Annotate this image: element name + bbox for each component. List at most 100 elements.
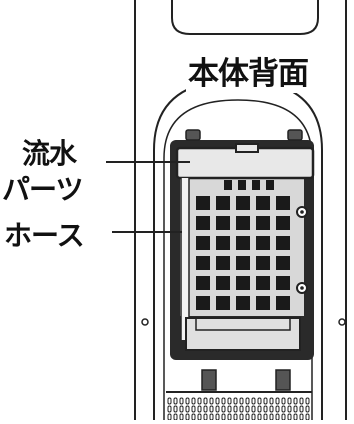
- grille-slot: [216, 256, 230, 270]
- vent-hole: [179, 397, 184, 405]
- screw: [300, 210, 304, 214]
- vent-hole: [251, 397, 256, 405]
- vent-hole: [227, 405, 232, 413]
- grille-slot: [196, 296, 210, 310]
- vent-hole: [227, 397, 232, 405]
- vent-hole: [209, 405, 214, 413]
- vent-hole: [233, 405, 238, 413]
- grille-slot: [252, 180, 260, 190]
- vent-hole: [185, 413, 190, 421]
- vent-hole: [197, 413, 202, 421]
- grille-slot: [276, 296, 290, 310]
- vent-hole: [227, 413, 232, 421]
- vent-hole: [215, 413, 220, 421]
- vent-hole: [257, 413, 262, 421]
- vent-hole: [173, 405, 178, 413]
- vent-hole: [167, 413, 172, 421]
- vent-hole: [293, 405, 298, 413]
- grille-slot: [216, 216, 230, 230]
- vent-hole: [245, 413, 250, 421]
- vent-hole: [239, 397, 244, 405]
- vent-hole: [191, 405, 196, 413]
- callout-hose: ホース: [4, 219, 85, 252]
- vent-hole: [257, 405, 262, 413]
- top-handle: [171, 0, 319, 35]
- side-hole-left: [141, 318, 149, 326]
- vent-hole: [221, 397, 226, 405]
- vent-hole: [167, 397, 172, 405]
- grille-slot: [266, 180, 274, 190]
- vent-hole: [275, 397, 280, 405]
- vent-hole: [167, 405, 172, 413]
- grille-slot: [196, 196, 210, 210]
- vent-hole: [197, 397, 202, 405]
- vent-hole: [221, 413, 226, 421]
- vent-hole: [263, 397, 268, 405]
- vent-hole: [287, 397, 292, 405]
- grille-slot: [256, 196, 270, 210]
- grille-slot: [196, 276, 210, 290]
- vent-hole: [215, 397, 220, 405]
- grille-slot: [236, 216, 250, 230]
- grille-slot: [196, 236, 210, 250]
- foot: [275, 369, 291, 391]
- grille-slot: [236, 296, 250, 310]
- vent-hole: [239, 405, 244, 413]
- vent-hole: [233, 397, 238, 405]
- hose-tube-edge: [180, 178, 190, 340]
- vent-hole: [269, 397, 274, 405]
- vent-hole: [251, 405, 256, 413]
- tray-lip: [195, 318, 291, 331]
- vent-hole: [269, 413, 274, 421]
- vent-hole: [245, 397, 250, 405]
- vent-hole: [287, 405, 292, 413]
- clip: [185, 129, 201, 141]
- grille-slot: [276, 276, 290, 290]
- diagram-title: 本体背面: [186, 48, 310, 93]
- grille-slot: [276, 216, 290, 230]
- vent-hole: [191, 413, 196, 421]
- vent-hole: [299, 413, 304, 421]
- vent-hole: [215, 405, 220, 413]
- vent-hole: [287, 413, 292, 421]
- foot: [201, 369, 217, 391]
- vent-hole: [173, 397, 178, 405]
- vent-hole: [209, 397, 214, 405]
- grille-slot: [238, 180, 246, 190]
- vent-hole: [203, 413, 208, 421]
- vent-hole: [245, 405, 250, 413]
- vent-hole: [305, 405, 310, 413]
- callout-water-part-line2: パーツ: [2, 173, 83, 206]
- grille-slot: [276, 236, 290, 250]
- vent-hole: [179, 405, 184, 413]
- grille-slot: [256, 256, 270, 270]
- grille-slot: [224, 180, 232, 190]
- vent-hole: [203, 405, 208, 413]
- vent-hole: [173, 413, 178, 421]
- side-hole-right: [338, 318, 346, 326]
- vent-hole: [239, 413, 244, 421]
- vent-hole: [185, 397, 190, 405]
- grille-slot: [256, 276, 270, 290]
- grille-slot: [236, 276, 250, 290]
- vent-hole: [191, 397, 196, 405]
- vent-hole: [281, 413, 286, 421]
- grille-slot: [236, 196, 250, 210]
- vent-hole: [293, 397, 298, 405]
- grille-slot: [216, 296, 230, 310]
- body-outline: [134, 0, 347, 420]
- vent-hole: [281, 397, 286, 405]
- bottom-tray: [185, 317, 301, 351]
- back-arch-inner: [163, 99, 313, 420]
- grille-slot: [236, 236, 250, 250]
- vent-hole: [251, 413, 256, 421]
- vent-hole: [269, 405, 274, 413]
- vent-hole: [221, 405, 226, 413]
- vent-hole: [197, 405, 202, 413]
- callout-water-part-line1: 流水: [22, 137, 77, 170]
- bottom-vent: [167, 397, 310, 421]
- grille-slot: [236, 256, 250, 270]
- vent-hole: [299, 397, 304, 405]
- vent-hole: [203, 397, 208, 405]
